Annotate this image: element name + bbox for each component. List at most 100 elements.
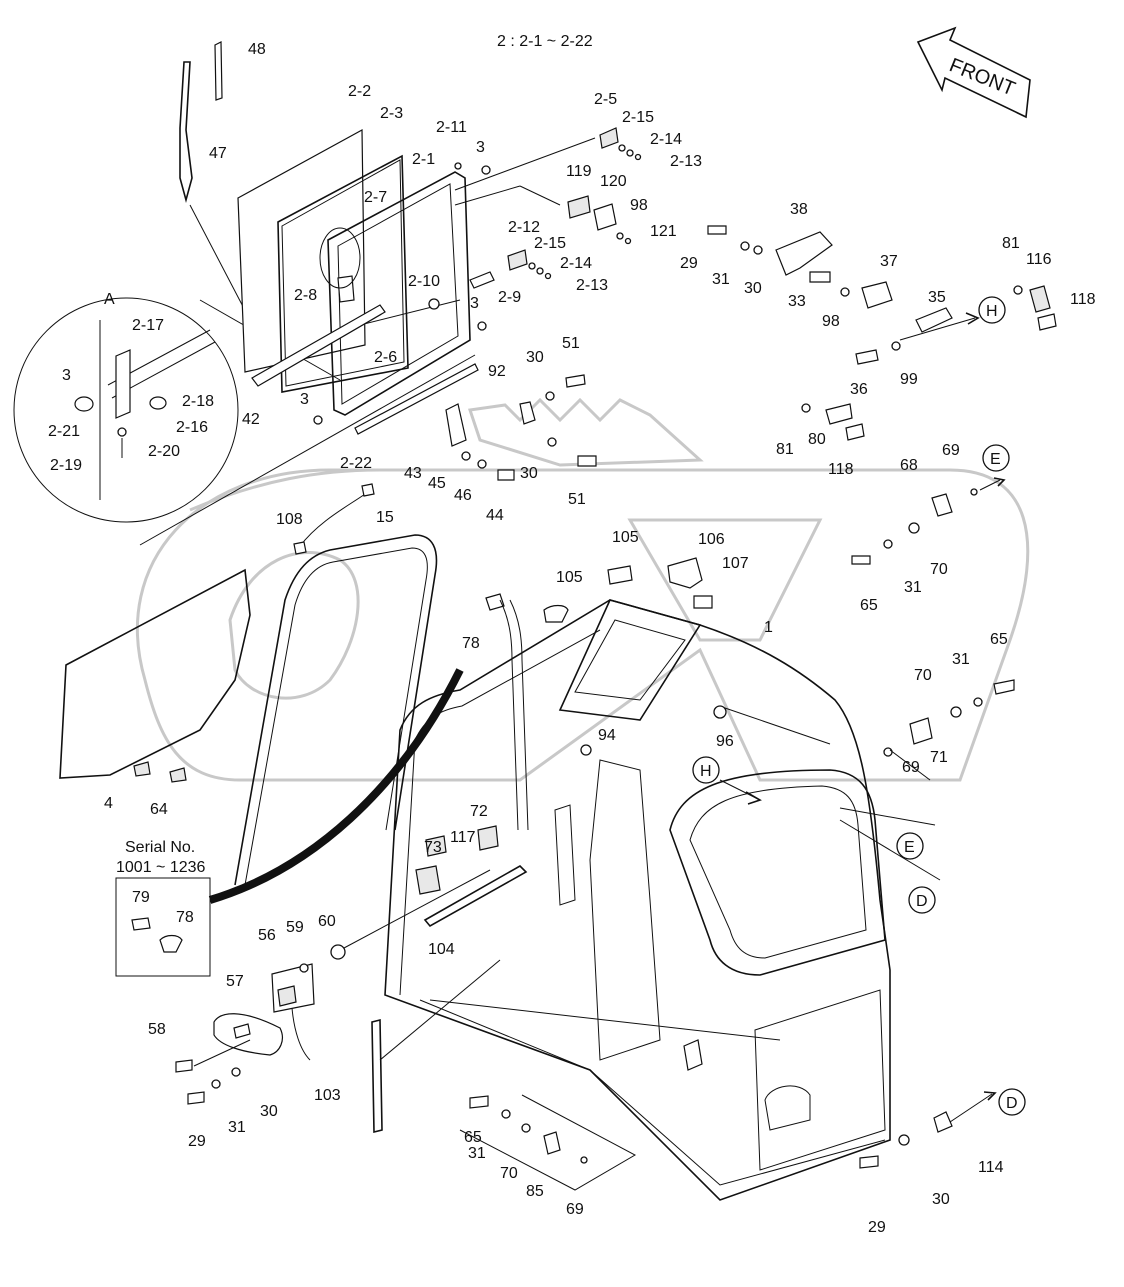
ref-letter-d-2: D — [1006, 1095, 1018, 1112]
wire-harness — [293, 483, 375, 555]
callout-92: 92 — [488, 363, 506, 380]
callout-29: 29 — [188, 1133, 206, 1150]
callout-64: 64 — [150, 801, 168, 818]
callout-36: 36 — [850, 381, 868, 398]
callout-3: 3 — [62, 367, 71, 384]
callout-30: 30 — [520, 465, 538, 482]
callout-2-6: 2-6 — [374, 349, 397, 366]
callout-85: 85 — [526, 1183, 544, 1200]
ref-letter-e-1: E — [990, 451, 1001, 468]
callout-30: 30 — [260, 1103, 278, 1120]
side-glass — [59, 568, 251, 783]
callout-3: 3 — [470, 295, 479, 312]
ref-circle-e-mid — [896, 832, 924, 860]
hinge-parts — [313, 127, 642, 425]
serial-part-78: 78 — [176, 909, 194, 926]
callout-119: 119 — [566, 163, 592, 180]
callout-2-15: 2-15 — [534, 235, 566, 252]
callout-42: 42 — [242, 411, 260, 428]
callout-48: 48 — [248, 41, 266, 58]
callout-81: 81 — [776, 441, 794, 458]
callout-15: 15 — [376, 509, 394, 526]
callout-78: 78 — [462, 635, 480, 652]
callout-104: 104 — [428, 941, 455, 958]
front-arrow: FRONT — [916, 26, 1031, 119]
callout-72: 72 — [470, 803, 488, 820]
callout-116: 116 — [1026, 251, 1052, 268]
callout-45: 45 — [428, 475, 446, 492]
callout-108: 108 — [276, 511, 303, 528]
callout-2-17: 2-17 — [132, 317, 164, 334]
callout-69: 69 — [902, 759, 920, 776]
ref-circle-h-mid — [692, 756, 720, 784]
callout-58: 58 — [148, 1021, 166, 1038]
serial-box — [115, 877, 211, 977]
serial-title: Serial No. — [125, 839, 195, 856]
callout-117: 117 — [450, 829, 476, 846]
callout-2-5: 2-5 — [594, 91, 617, 108]
callout-37: 37 — [880, 253, 898, 270]
ref-letter-h-2: H — [700, 763, 712, 780]
callout-70: 70 — [930, 561, 948, 578]
callout-2-20: 2-20 — [148, 443, 180, 460]
callout-2-2: 2-2 — [348, 83, 371, 100]
cab-body — [384, 599, 891, 1201]
callout-2-22: 2-22 — [340, 455, 372, 472]
callout-68: 68 — [900, 457, 918, 474]
detail-a-view — [13, 297, 239, 523]
callout-35: 35 — [928, 289, 946, 306]
callout-105: 105 — [556, 569, 583, 586]
callout-51: 51 — [562, 335, 580, 352]
callout-118: 118 — [828, 461, 854, 478]
callout-33: 33 — [788, 293, 806, 310]
callout-29: 29 — [868, 1219, 886, 1236]
rails — [139, 304, 479, 546]
callout-69: 69 — [566, 1201, 584, 1218]
callout-43: 43 — [404, 465, 422, 482]
ref-circle-letters: H E H E D D — [700, 303, 1018, 1112]
curved-strip — [208, 668, 464, 904]
callout-106: 106 — [698, 531, 725, 548]
callout-1: 1 — [764, 619, 773, 636]
cab-attachments — [415, 477, 1015, 928]
serial-range: 1001 ~ 1236 — [116, 859, 206, 876]
front-label: FRONT — [946, 54, 1018, 100]
callout-2-10: 2-10 — [408, 273, 440, 290]
callout-38: 38 — [790, 201, 808, 218]
callout-4: 4 — [104, 795, 113, 812]
group-note: 2 : 2-1 ~ 2-22 — [497, 33, 593, 50]
callout-71: 71 — [930, 749, 948, 766]
callout-2-12: 2-12 — [508, 219, 540, 236]
callout-2-13: 2-13 — [670, 153, 702, 170]
callout-98: 98 — [630, 197, 648, 214]
callout-107: 107 — [722, 555, 749, 572]
callout-29: 29 — [680, 255, 698, 272]
serial-part-79: 79 — [132, 889, 150, 906]
callout-57: 57 — [226, 973, 244, 990]
callout-2-11: 2-11 — [436, 119, 467, 136]
callout-70: 70 — [914, 667, 932, 684]
callout-103: 103 — [314, 1087, 341, 1104]
callout-47: 47 — [209, 145, 227, 162]
callout-2-8: 2-8 — [294, 287, 317, 304]
callout-51: 51 — [568, 491, 586, 508]
callout-121: 121 — [650, 223, 677, 240]
callout-70: 70 — [500, 1165, 518, 1182]
callout-2-14: 2-14 — [650, 131, 682, 148]
ref-circle-d-mid — [908, 886, 936, 914]
door-lock-parts — [707, 225, 1057, 441]
callout-118: 118 — [1070, 291, 1096, 308]
callout-A: A — [104, 291, 115, 308]
callout-labels: 48472-22-32-1132-12-72-52-152-142-131191… — [48, 41, 1096, 1236]
callout-96: 96 — [716, 733, 734, 750]
callout-2-13: 2-13 — [576, 277, 608, 294]
callout-120: 120 — [600, 173, 627, 190]
ref-circle-e-top — [982, 444, 1010, 472]
callout-99: 99 — [900, 371, 918, 388]
lower-left-parts — [175, 869, 997, 1191]
callout-2-19: 2-19 — [50, 457, 82, 474]
callout-2-21: 2-21 — [48, 423, 80, 440]
callout-30: 30 — [744, 280, 762, 297]
callout-31: 31 — [952, 651, 970, 668]
